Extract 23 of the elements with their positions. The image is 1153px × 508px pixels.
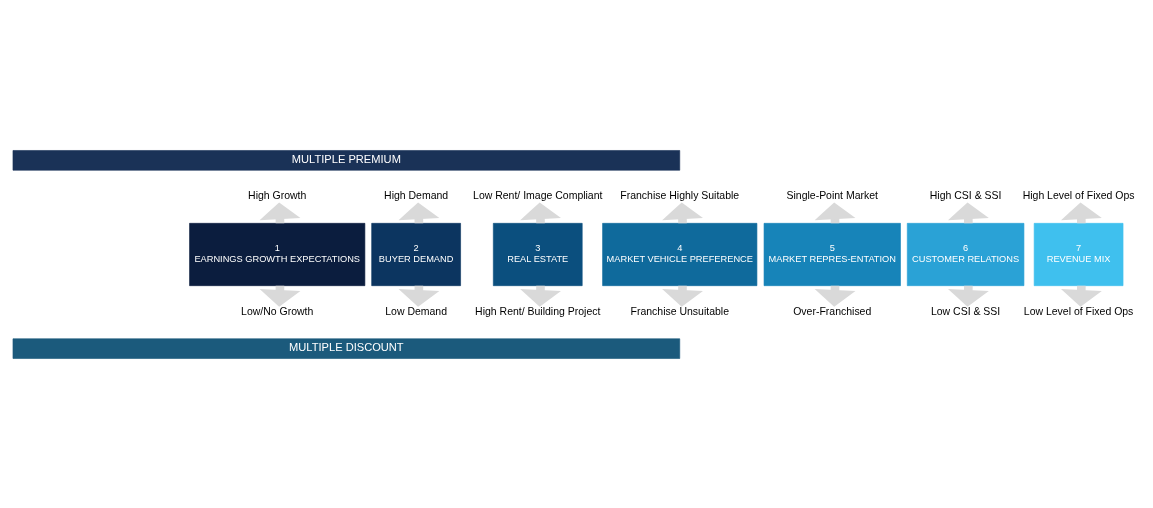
node-text: High Rent/ Building Project <box>475 305 601 317</box>
node-box: 7 REVENUE MIX <box>1033 222 1124 286</box>
node-text: High CSI & SSI <box>929 189 1002 201</box>
node-box: 3 REAL ESTATE <box>493 222 583 286</box>
node-text: Low Demand <box>385 305 448 317</box>
node-box: 5 MARKET REPRES-ENTATION <box>763 222 901 286</box>
node-box: MULTIPLE PREMIUM <box>12 149 681 171</box>
node-text: High Level of Fixed Ops <box>1022 189 1135 201</box>
node-box: 4 MARKET VEHICLE PREFERENCE <box>602 222 758 286</box>
node-text: Low/No Growth <box>241 305 314 317</box>
node-box: 1 EARNINGS GROWTH EXPECTATIONS <box>189 222 366 286</box>
node-text: High Demand <box>384 189 449 201</box>
node-text: Over-Franchised <box>793 305 872 317</box>
node-box: MULTIPLE DISCOUNT <box>12 337 681 359</box>
node-box: 6 CUSTOMER RELATIONS <box>906 222 1025 286</box>
node-text: Low CSI & SSI <box>930 305 1001 317</box>
node-text: Franchise Highly Suitable <box>620 189 740 201</box>
node-text: High Growth <box>248 189 307 201</box>
node-text: Low Rent/ Image Compliant <box>473 189 603 201</box>
node-text: Single-Point Market <box>786 189 878 201</box>
node-text: Franchise Unsuitable <box>630 305 730 317</box>
node-box: 2 BUYER DEMAND <box>371 222 461 286</box>
node-text: Low Level of Fixed Ops <box>1023 305 1134 317</box>
